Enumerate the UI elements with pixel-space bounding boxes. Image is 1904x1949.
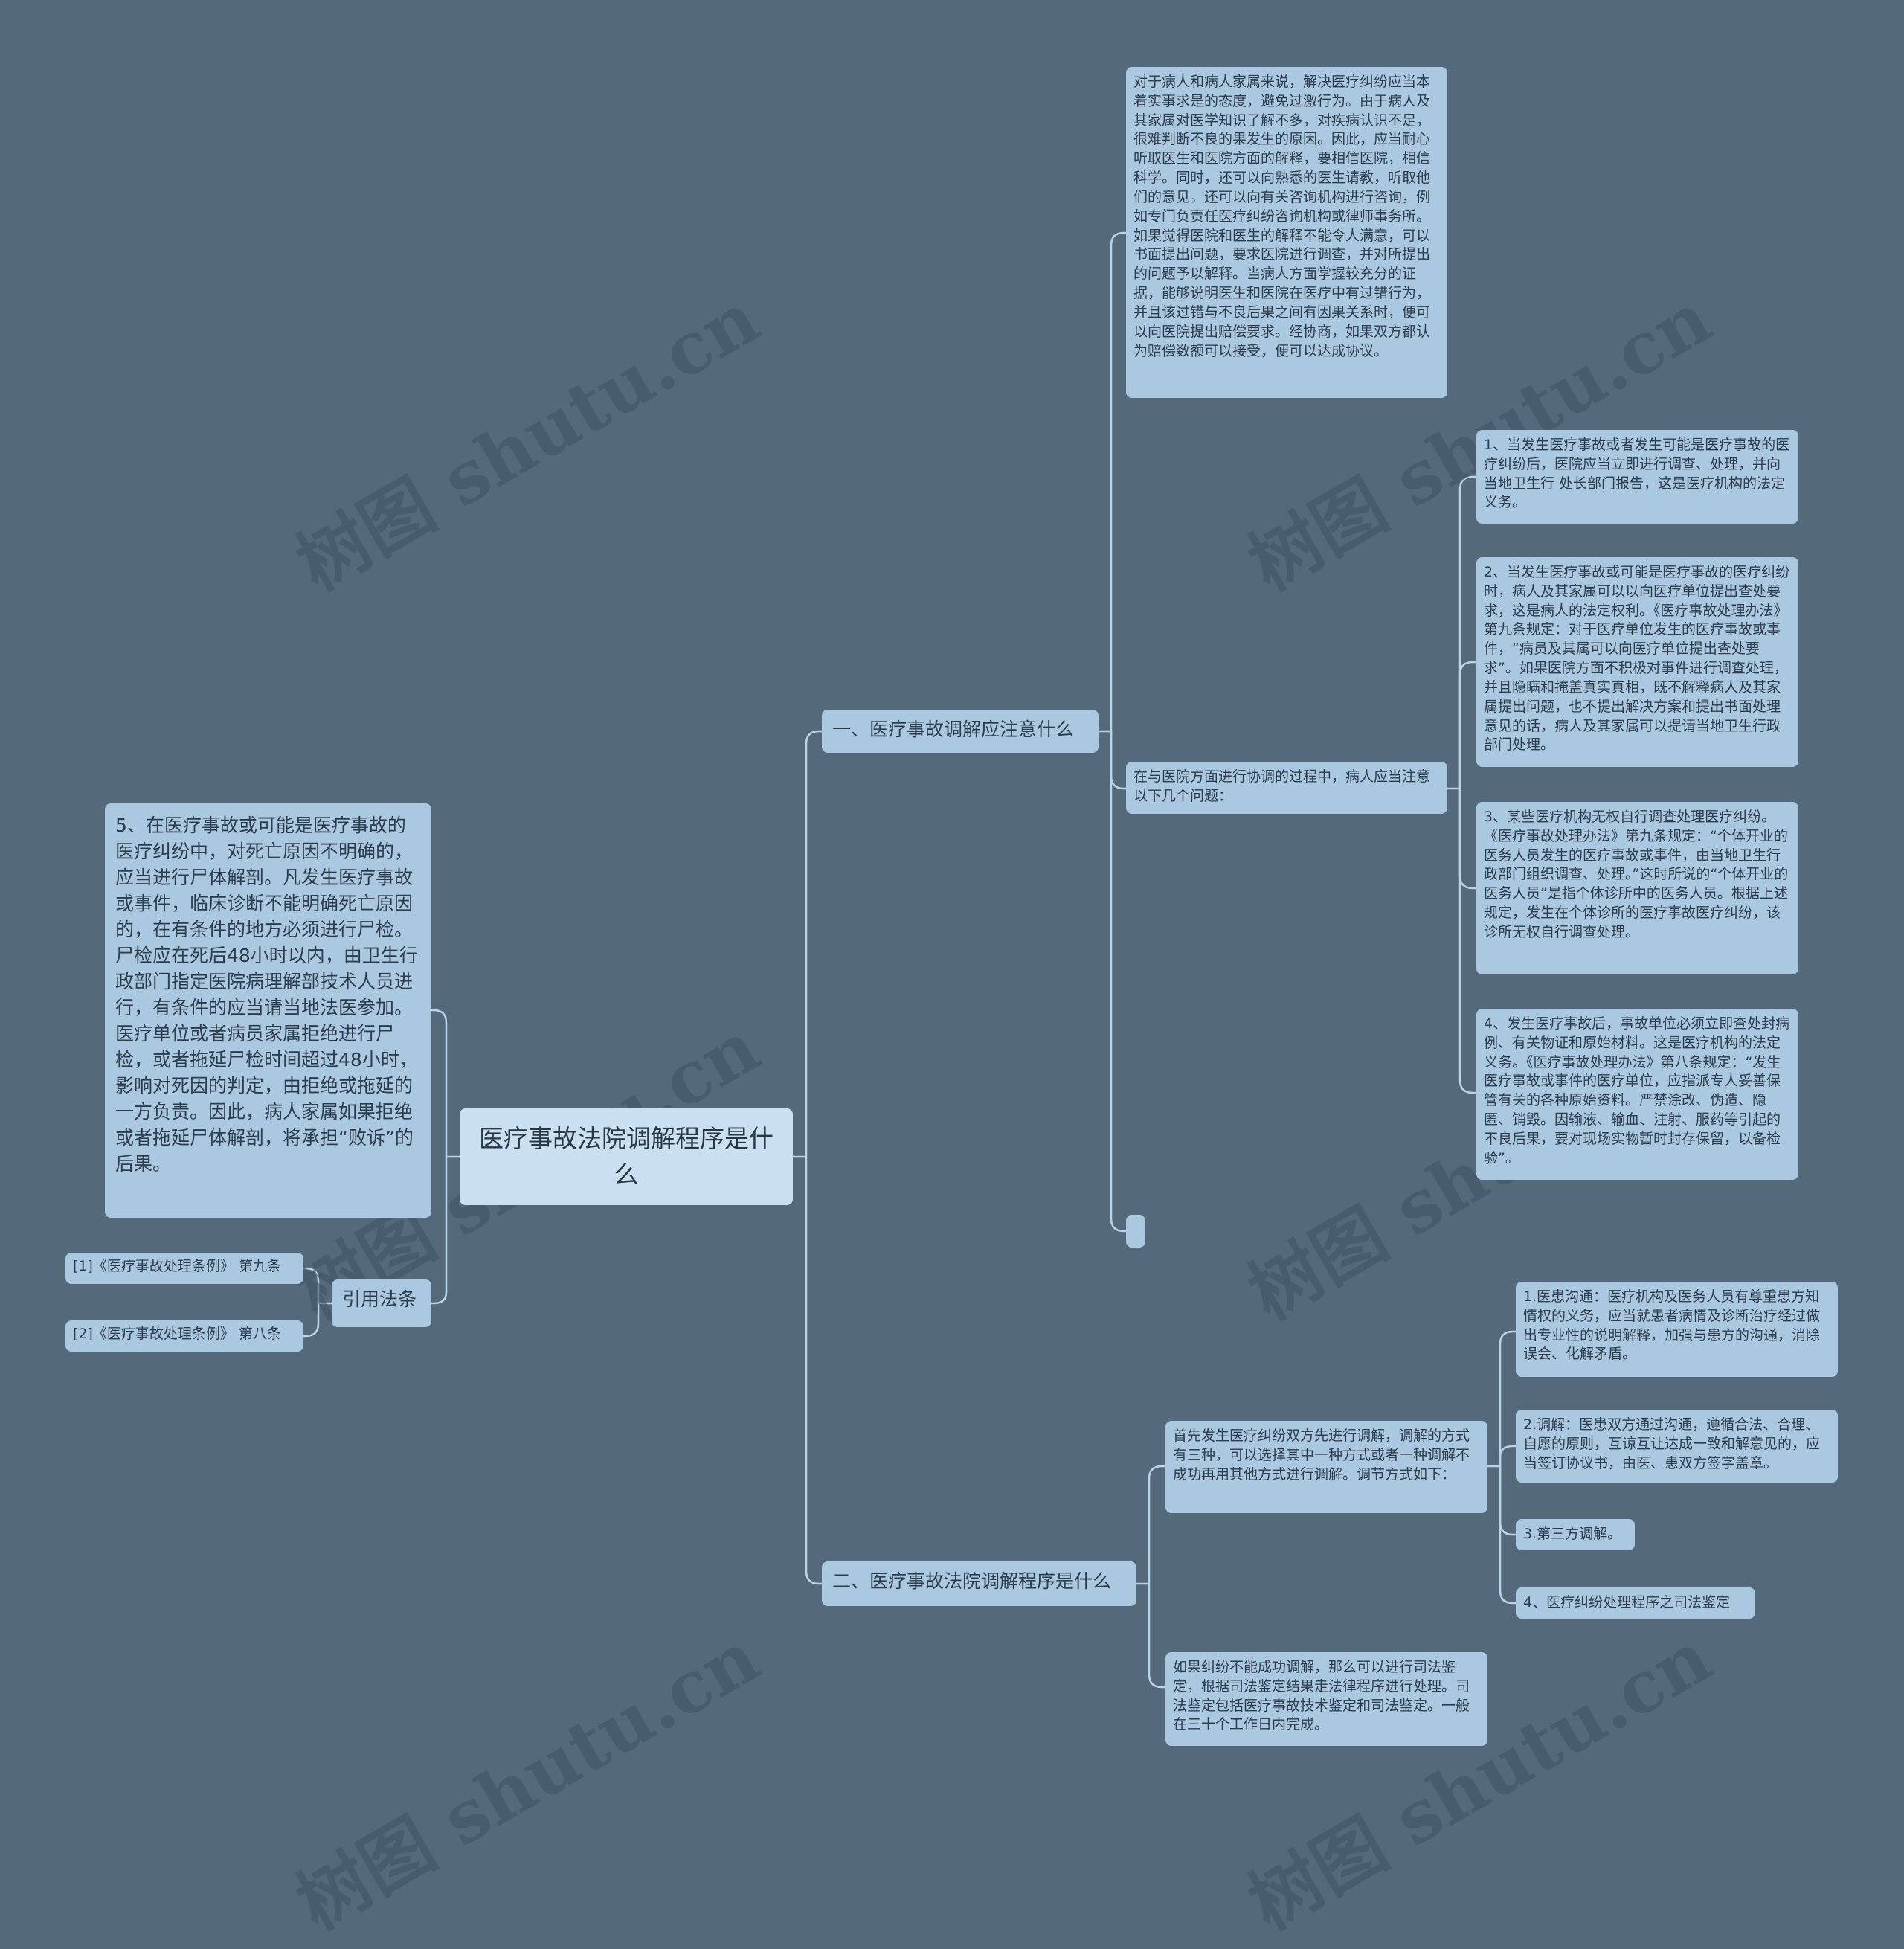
point-item[interactable]: 1、当发生医疗事故或者发生可能是医疗事故的医疗纠纷后，医院应当立即进行调查、处理… — [1476, 430, 1798, 524]
branch-court-procedure[interactable]: 二、医疗事故法院调解程序是什么 — [822, 1561, 1136, 1606]
coordination-note[interactable]: 在与医院方面进行协调的过程中，病人应当注意以下几个问题： — [1126, 762, 1447, 814]
point-item[interactable]: 4、发生医疗事故后，事故单位必须立即查处封病例、有关物证和原始材料。这是医疗机构… — [1476, 1009, 1798, 1180]
citations-label[interactable]: 引用法条 — [332, 1279, 431, 1327]
method-item[interactable]: 3.第三方调解。 — [1516, 1519, 1635, 1550]
citation-item-2[interactable]: [2]《医疗事故处理条例》 第八条 — [65, 1320, 303, 1352]
citation-item-1[interactable]: [1]《医疗事故处理条例》 第九条 — [65, 1253, 303, 1284]
connector-lines — [303, 231, 1516, 1689]
method-item[interactable]: 2.调解：医患双方通过沟通，遵循合法、合理、自愿的原则，互谅互让达成一致和解意见… — [1516, 1410, 1838, 1483]
branch-mediation-notes[interactable]: 一、医疗事故调解应注意什么 — [822, 710, 1099, 753]
attitude-note[interactable]: 对于病人和病人家属来说，解决医疗纠纷应当本着实事求是的态度，避免过激行为。由于病… — [1126, 67, 1447, 398]
empty-node[interactable] — [1126, 1215, 1145, 1248]
root-topic[interactable]: 医疗事故法院调解程序是什么 — [460, 1108, 793, 1205]
autopsy-note[interactable]: 5、在医疗事故或可能是医疗事故的医疗纠纷中，对死亡原因不明确的，应当进行尸体解剖… — [105, 803, 431, 1218]
point-item[interactable]: 3、某些医疗机构无权自行调查处理医疗纠纷。《医疗事故处理办法》第九条规定：“个体… — [1476, 802, 1798, 974]
mindmap-canvas: 树图 shutu.cn 树图 shutu.cn 树图 shutu.cn 树图 s… — [65, 67, 1838, 1946]
judicial-appraisal-note[interactable]: 如果纠纷不能成功调解，那么可以进行司法鉴定，根据司法鉴定结果走法律程序进行处理。… — [1165, 1652, 1488, 1746]
point-item[interactable]: 2、当发生医疗事故或可能是医疗事故的医疗纠纷时，病人及其家属可以以向医疗单位提出… — [1476, 557, 1798, 767]
method-item[interactable]: 1.医患沟通：医疗机构及医务人员有尊重患方知情权的义务，应当就患者病情及诊断治疗… — [1516, 1282, 1838, 1377]
mediation-first-note[interactable]: 首先发生医疗纠纷双方先进行调解，调解的方式有三种，可以选择其中一种方式或者一种调… — [1165, 1421, 1488, 1513]
method-item[interactable]: 4、医疗纠纷处理程序之司法鉴定 — [1516, 1587, 1755, 1619]
